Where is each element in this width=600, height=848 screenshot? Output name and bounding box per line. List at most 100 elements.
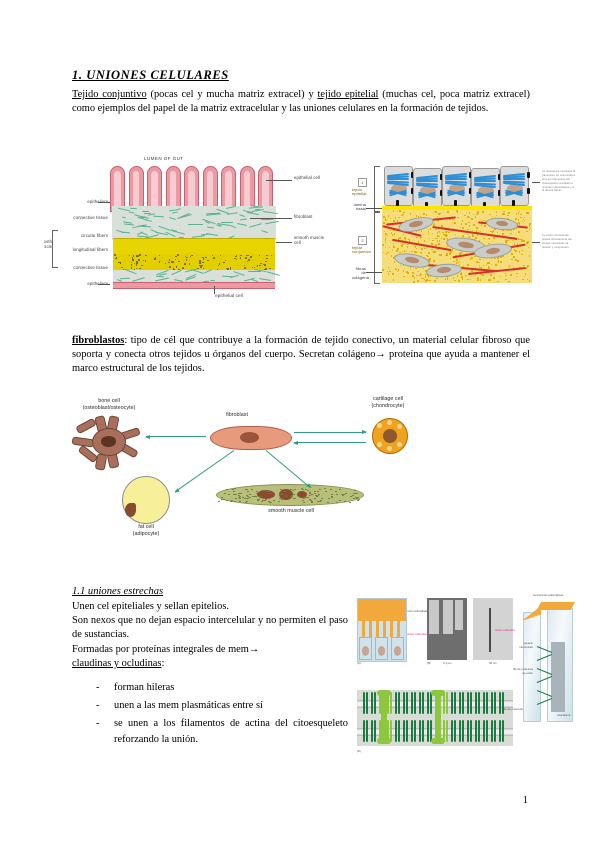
gut-label-fibroblast: fibroblast <box>294 215 328 220</box>
claudin-protein <box>419 692 424 714</box>
adipocyte-drawing <box>122 476 170 524</box>
bone-cell-drawing <box>78 418 138 464</box>
epi-marker-1: 1 <box>358 178 367 187</box>
claudin-occludin-diagram <box>357 690 513 746</box>
collagen-fiber <box>124 224 134 226</box>
collagen-fiber <box>206 233 218 236</box>
arrow-fibroblast-to-cartilage <box>294 432 366 433</box>
epi-marker-2: 2 <box>358 236 367 245</box>
figure-gut-cross-section: LUMEN OF GUT epithelium connective tissu… <box>44 156 329 304</box>
junction-label-cytoplasm: citoplasma <box>557 714 577 718</box>
collagen-fiber <box>171 270 182 276</box>
claudin-protein <box>459 720 464 742</box>
page-title: 1. UNIONES CELULARES <box>72 68 229 83</box>
cell-label-fibroblast: fibroblast <box>202 412 272 419</box>
scale-bar-c: 50 nm <box>489 662 497 666</box>
scale-bar-b: 0.1 µm <box>443 662 452 666</box>
cell-junction <box>527 172 530 178</box>
claudin-protein <box>363 720 368 742</box>
collagen-fiber <box>247 212 259 216</box>
epi-label-fibras-colagena: fibras de colágena <box>352 267 366 280</box>
term-tejido-conjuntivo: Tejido conjuntivo <box>72 89 147 100</box>
collagen-fiber <box>120 277 130 279</box>
claudin-protein <box>403 720 408 742</box>
bullet-dash: - <box>96 698 104 714</box>
cell-label-cartilage-name: cartilage cell <box>373 396 403 402</box>
collagen-fiber <box>124 269 137 275</box>
claudin-protein <box>451 692 456 714</box>
junction-label-membranes: membranas plasmáticas <box>531 594 565 598</box>
collagen-fiber <box>227 212 238 215</box>
claudin-protein <box>411 692 416 714</box>
cell-label-bone-sub: (osteoblast/osteocyte) <box>83 405 136 411</box>
bullet-dash: - <box>96 680 104 696</box>
junction-label-intercellular-space: espacio intercelular <box>511 642 533 650</box>
collagen-fiber <box>249 223 261 228</box>
junction-label-microvilli: microvellosidades <box>407 610 429 614</box>
junction-schematic-panel <box>357 598 407 662</box>
gut-label-connective-upper: connective tissue <box>62 216 108 221</box>
collagen-fiber <box>204 270 211 274</box>
gut-label-smooth-muscle-cell: smooth muscle cell <box>294 236 328 245</box>
sec11-term-claudinas-ocludinas: claudinas y ocludinas <box>72 658 161 669</box>
collagen-fiber <box>239 214 245 217</box>
chondrocyte-drawing <box>372 418 408 454</box>
bullet-dash: - <box>96 716 104 748</box>
epi-note-bottom: La matriz extracelular resiste directame… <box>542 234 576 250</box>
gut-label-longitudinal-fibers: longitudinal fibers <box>56 248 108 253</box>
claudin-protein <box>467 692 472 714</box>
panel-letter-d: (D) <box>357 750 361 754</box>
collagen-fiber <box>122 217 126 220</box>
claudin-protein <box>499 720 504 742</box>
collagen-fiber <box>156 276 164 278</box>
smooth-muscle-cell-drawing <box>216 484 364 506</box>
claudin-protein <box>419 720 424 742</box>
claudin-protein <box>371 720 376 742</box>
connective-tissue-layer <box>382 210 532 283</box>
sec11-colon: : <box>161 658 164 669</box>
intro-paragraph: Tejido conjuntivo (pocas cel y mucha mat… <box>72 88 530 116</box>
collagen-fiber <box>237 223 247 226</box>
collagen-fiber <box>265 221 279 225</box>
cell-label-cartilage: cartilage cell (chondrocyte) <box>348 396 428 410</box>
claudin-protein <box>371 692 376 714</box>
gut-label-circular-fibers: circular fibers <box>62 234 108 239</box>
section-1-1-bullet-list: - forman hileras - unen a las mem plasmá… <box>96 680 348 750</box>
intro-text-2: (pocas cel y mucha matriz extracel) y <box>147 89 318 100</box>
collagen-fiber <box>168 217 175 220</box>
bullet-text: unen a las mem plasmáticas entre sí <box>114 698 348 714</box>
gut-outer-epithelium <box>113 282 275 289</box>
collagen-fiber <box>116 230 125 234</box>
section-heading-1-1: 1.1 uniones estrechas <box>72 586 163 597</box>
sec11-line-3: Formadas por proteínas integrales de mem… <box>72 644 259 655</box>
gut-bracket-smooth-muscle: smooth muscle <box>44 240 52 250</box>
epi-label-tejido-conjuntivo: tejido conjuntivo <box>352 246 374 255</box>
claudin-protein <box>451 720 456 742</box>
collagen-fiber <box>240 218 247 220</box>
claudin-protein <box>491 692 496 714</box>
fibroblast-drawing <box>210 426 292 450</box>
junction-label-protein-strands: fila de proteínas de unión <box>511 668 533 676</box>
claudin-protein <box>475 720 480 742</box>
claudin-protein <box>411 720 416 742</box>
claudin-protein <box>475 692 480 714</box>
cell-label-fat-name: fat cell <box>138 524 154 530</box>
claudin-protein <box>491 720 496 742</box>
sec11-line-2: Son nexos que no dejan espacio intercelu… <box>72 615 348 640</box>
cell-junction <box>527 188 530 194</box>
term-tejido-epitelial: tejido epitelial <box>317 89 378 100</box>
junction-label-tight-c: unión estrecha <box>495 628 515 632</box>
bullet-item: - unen a las mem plasmáticas entre sí <box>96 698 348 714</box>
gut-label-epithelial-cell: epithelial cell <box>294 176 328 181</box>
cell-label-fat-sub: (adipocyte) <box>133 531 160 537</box>
collagen-fiber <box>141 210 148 211</box>
epi-note-top: La resistencia mecánica la transmiten de… <box>542 170 576 193</box>
gut-label-connective-lower: connective tissue <box>62 266 108 271</box>
cell-label-bone: bone cell (osteoblast/osteocyte) <box>66 398 152 412</box>
cell-label-smooth-muscle: smooth muscle cell <box>236 508 346 515</box>
bullet-text: se unen a los filamentos de actina del c… <box>114 716 348 748</box>
collagen-fiber <box>153 216 164 218</box>
collagen-fiber <box>191 269 204 274</box>
bullet-text: forman hileras <box>114 680 348 696</box>
